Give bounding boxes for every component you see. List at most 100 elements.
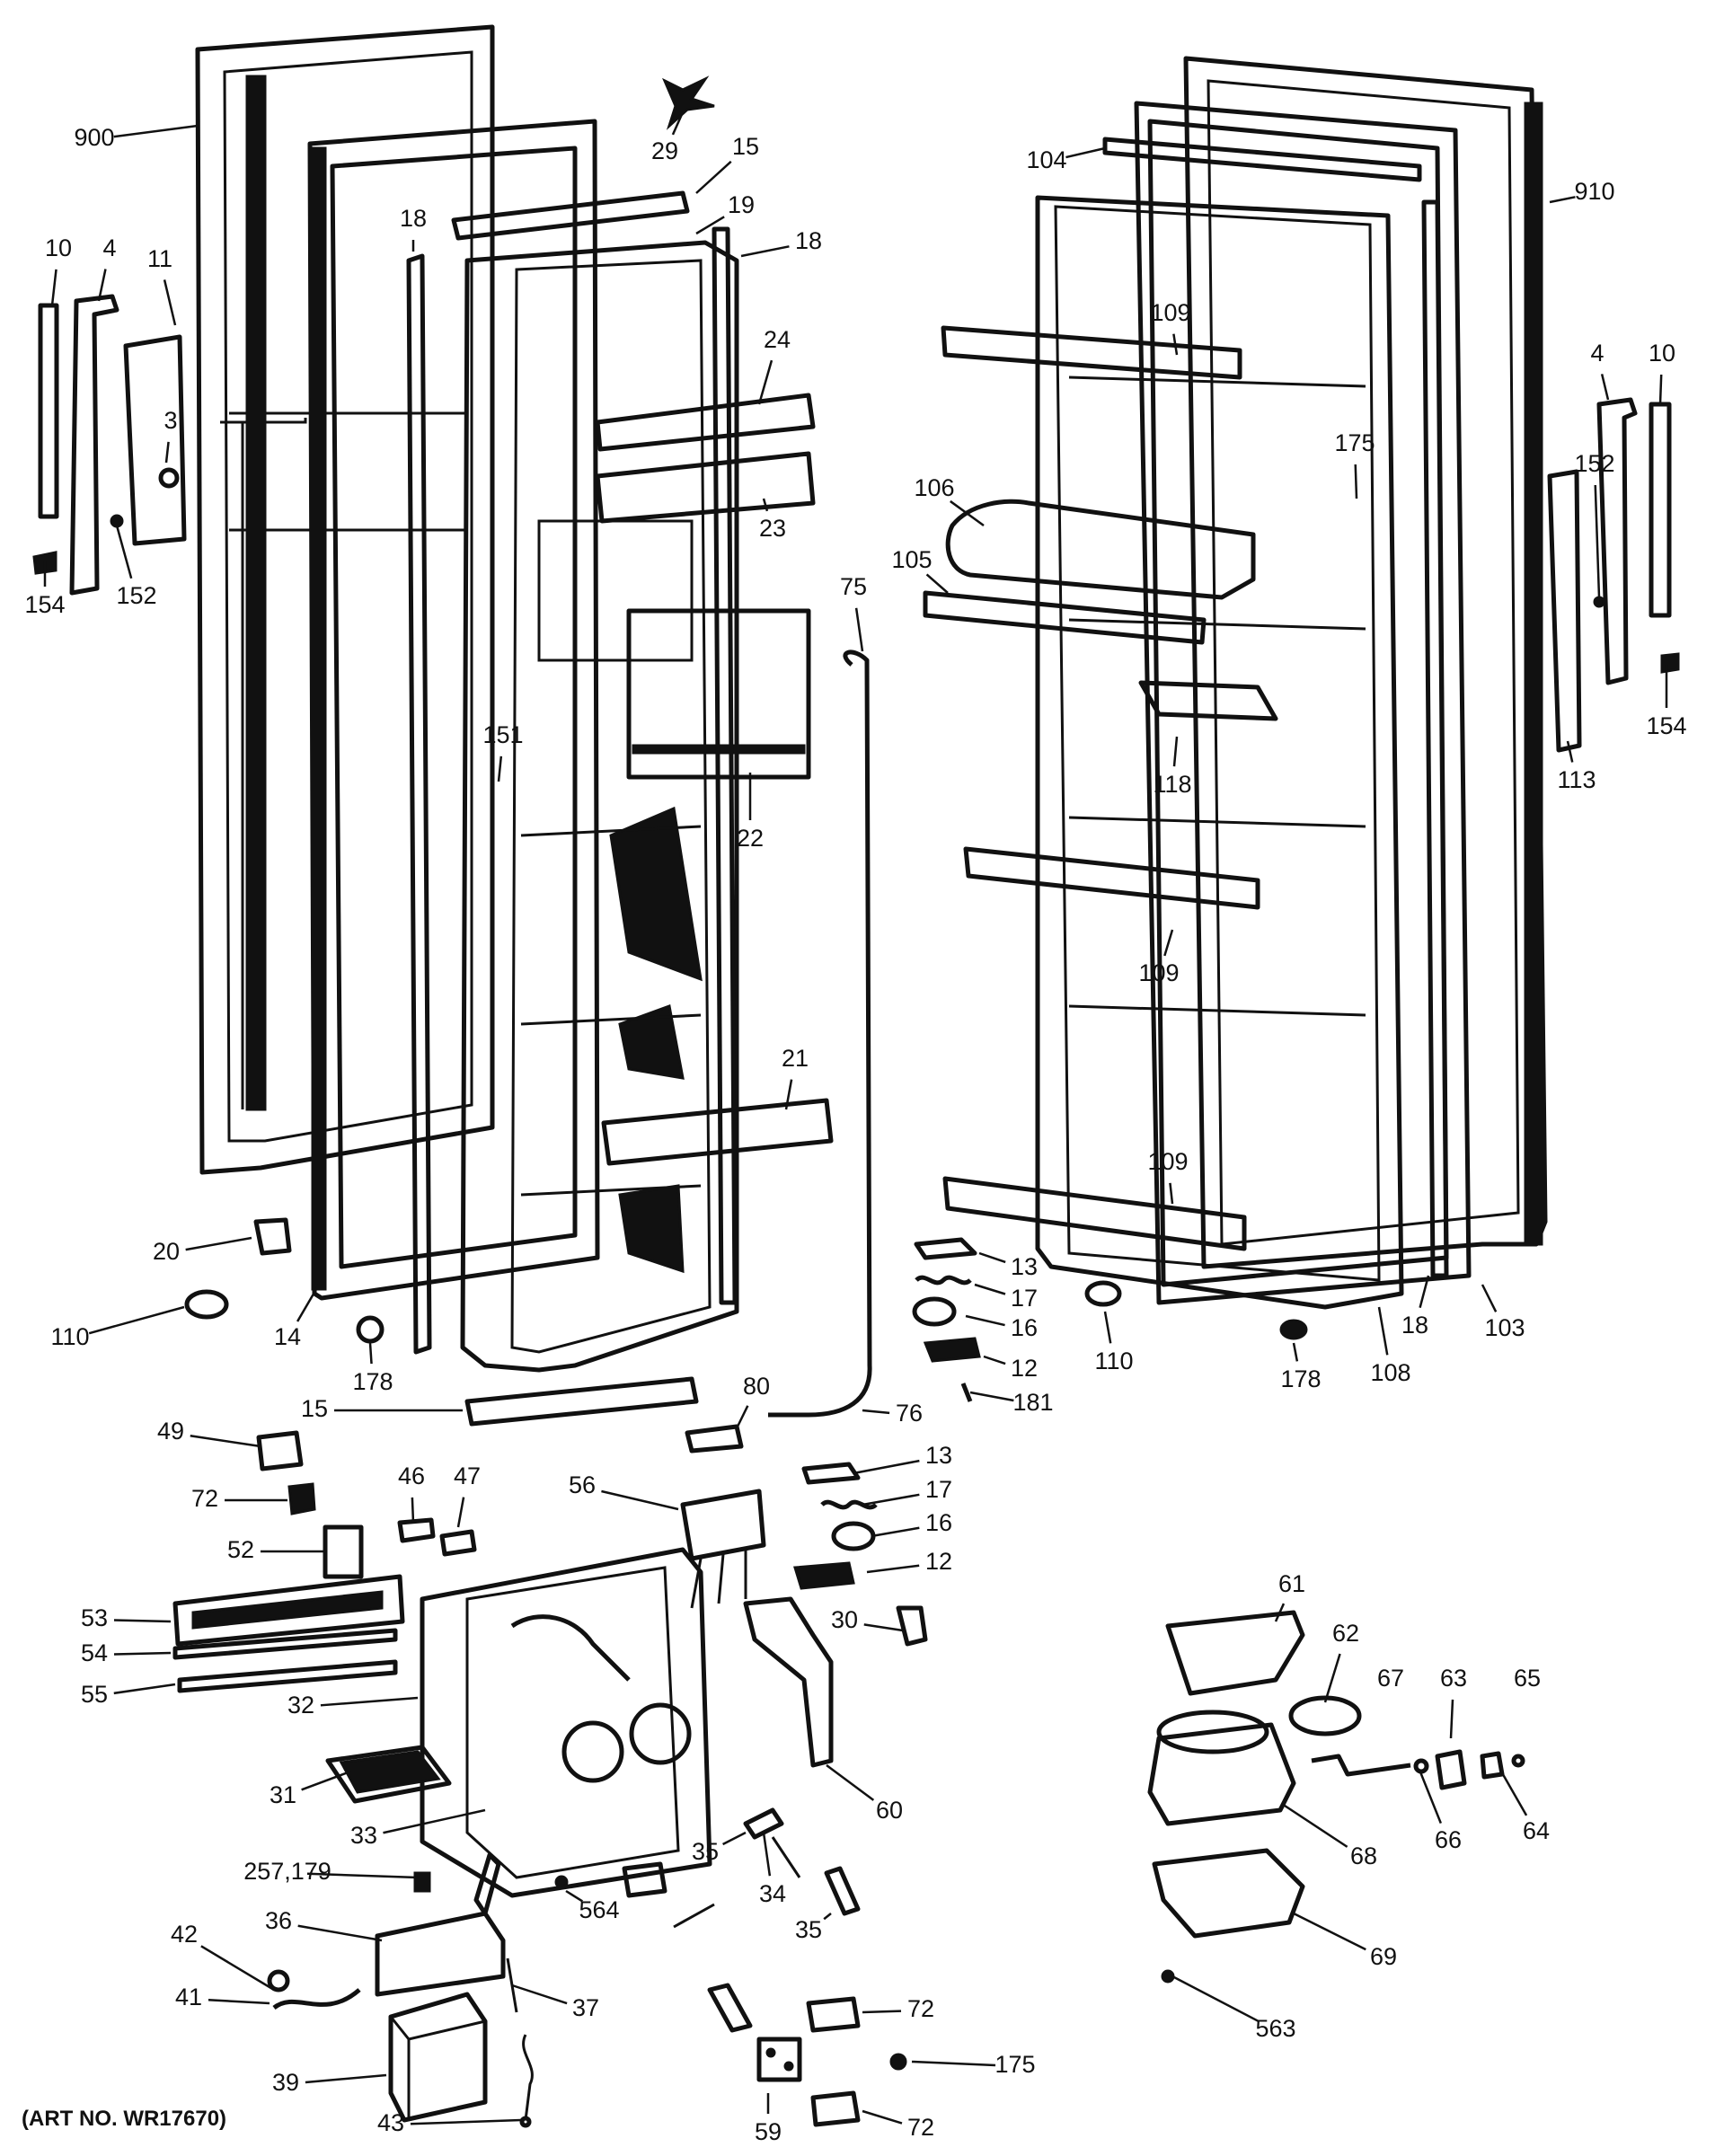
callout-label-c4L: 4 xyxy=(102,234,116,261)
hinge-hardware-middle xyxy=(793,1462,878,1590)
leader-line-c33 xyxy=(383,1808,486,1834)
disc-62 xyxy=(1288,1695,1362,1736)
leader-line-c49 xyxy=(190,1435,261,1448)
leader-line-c54 xyxy=(113,1651,172,1656)
switch-72-top xyxy=(287,1482,316,1515)
callout-label-c68: 68 xyxy=(1350,1842,1377,1869)
leader-line-c75 xyxy=(854,607,864,652)
leader-line-c60 xyxy=(826,1763,875,1801)
leader-line-c32 xyxy=(320,1696,419,1707)
leader-line-c3 xyxy=(164,441,170,464)
shelf-bar-24 xyxy=(595,393,816,452)
leader-line-c35A xyxy=(722,1831,747,1846)
leader-line-c80 xyxy=(735,1405,749,1429)
water-tube xyxy=(685,649,872,1454)
screw-563 xyxy=(1161,1969,1175,1984)
callout-label-c36: 36 xyxy=(265,1907,292,1934)
leader-line-c72C xyxy=(862,2109,903,2125)
leader-line-c20 xyxy=(185,1236,252,1251)
leader-line-c17T xyxy=(974,1283,1006,1295)
callout-label-c900: 900 xyxy=(74,124,114,151)
freezer-door-liner xyxy=(460,240,811,1373)
callout-label-c72A: 72 xyxy=(191,1485,218,1512)
freezer-door-gasket xyxy=(307,119,600,1301)
leader-line-c72B xyxy=(862,2010,902,2014)
part-52 xyxy=(323,1524,364,1579)
callout-label-c30: 30 xyxy=(831,1606,858,1633)
leader-line-c10R xyxy=(1658,374,1663,405)
callout-label-c41: 41 xyxy=(175,1984,202,2010)
leader-line-c34 xyxy=(762,1832,772,1877)
leader-line-c69 xyxy=(1293,1912,1366,1951)
callout-label-c15T: 15 xyxy=(732,133,759,160)
leader-line-c181 xyxy=(969,1391,1014,1402)
callout-label-c113: 113 xyxy=(1557,766,1596,793)
callout-label-c181: 181 xyxy=(1012,1389,1053,1416)
leader-line-c55 xyxy=(113,1683,176,1695)
callout-label-c37: 37 xyxy=(572,1994,599,2021)
dispenser-switch-49 xyxy=(256,1430,304,1471)
callout-label-c46: 46 xyxy=(398,1462,425,1489)
leader-line-c35B xyxy=(823,1913,832,1921)
shelf-bar-109-bottom xyxy=(942,1176,1247,1251)
leader-line-c41 xyxy=(208,1998,270,2005)
leader-line-c110L xyxy=(88,1305,185,1335)
callout-label-c35A: 35 xyxy=(692,1838,719,1865)
callout-label-c67: 67 xyxy=(1377,1665,1404,1692)
leader-line-c110R xyxy=(1103,1311,1112,1344)
solenoid-56 xyxy=(680,1489,766,1609)
bracket-36 xyxy=(375,1852,506,1997)
leader-line-c16M xyxy=(871,1526,920,1538)
leader-line-c14 xyxy=(296,1284,321,1322)
top-trim-15 xyxy=(451,190,690,241)
callout-label-c910: 910 xyxy=(1574,178,1614,205)
callout-label-c75: 75 xyxy=(840,573,867,600)
callout-label-c19: 19 xyxy=(728,191,755,218)
callout-label-c10L: 10 xyxy=(45,234,72,261)
freezer-door-outer-panel xyxy=(195,24,495,1175)
callout-label-c69: 69 xyxy=(1370,1943,1397,1970)
leader-line-c42 xyxy=(200,1945,275,1992)
callout-label-c42: 42 xyxy=(171,1921,198,1948)
door-strip-left xyxy=(406,253,432,1355)
rod-67 xyxy=(1311,1754,1411,1777)
leader-line-c12T xyxy=(983,1355,1006,1365)
callout-label-c80: 80 xyxy=(743,1373,770,1400)
callout-label-c175R: 175 xyxy=(1334,429,1375,456)
callout-label-c34: 34 xyxy=(759,1880,786,1907)
callout-label-c52: 52 xyxy=(227,1536,254,1563)
fresh-food-door-gasket xyxy=(1134,101,1472,1305)
callout-label-c22: 22 xyxy=(737,825,764,852)
leader-line-c56 xyxy=(601,1489,679,1511)
callout-label-c154L: 154 xyxy=(24,591,65,618)
leader-line-c103 xyxy=(1481,1284,1498,1312)
leader-line-c4R xyxy=(1600,374,1610,401)
plate-59 xyxy=(756,2037,802,2082)
callout-label-c35B: 35 xyxy=(795,1916,822,1943)
leader-line-c43 xyxy=(410,2118,522,2125)
egg-tray-118 xyxy=(1138,680,1278,721)
callout-label-c66: 66 xyxy=(1435,1826,1462,1853)
leader-line-c31 xyxy=(301,1770,351,1791)
leader-line-c19 xyxy=(695,216,725,235)
leader-line-c105 xyxy=(925,573,949,594)
callout-label-c12M: 12 xyxy=(925,1548,952,1575)
leader-line-c178L xyxy=(368,1342,373,1365)
leader-line-c910 xyxy=(1549,196,1576,204)
shelf-bar-109-top xyxy=(941,325,1242,380)
fresh-food-door-outer xyxy=(1183,56,1548,1269)
callout-label-c15B: 15 xyxy=(301,1395,328,1422)
callout-label-c59: 59 xyxy=(755,2118,782,2145)
callout-label-c3: 3 xyxy=(164,407,177,434)
callout-label-c18TR: 18 xyxy=(795,227,822,254)
dairy-compartment-106 xyxy=(945,499,1256,600)
parts-46-47 xyxy=(397,1517,477,1557)
callout-label-c175B: 175 xyxy=(995,2051,1035,2078)
right-strip-18 xyxy=(712,226,738,1305)
callout-label-c21: 21 xyxy=(782,1045,809,1072)
callout-label-c11: 11 xyxy=(147,245,172,272)
callout-label-c17M: 17 xyxy=(925,1476,952,1503)
leader-line-c257 xyxy=(306,1872,419,1879)
